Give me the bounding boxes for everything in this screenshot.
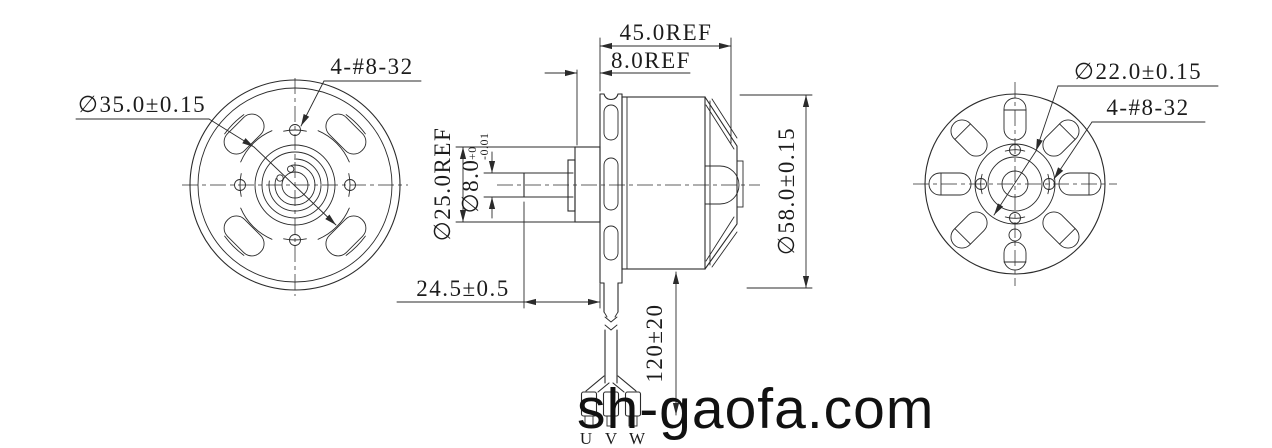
side-motor-body xyxy=(621,96,711,270)
wire-label-u: U xyxy=(580,429,592,448)
front-thread-leader xyxy=(300,80,422,127)
wire-label-w: W xyxy=(629,429,646,448)
back-view: ∅22.0±0.15 4-#8-32 xyxy=(913,59,1219,286)
svg-text:45.0REF: 45.0REF xyxy=(620,20,713,45)
back-bolt-circle-dim: ∅22.0±0.15 xyxy=(1074,59,1202,84)
side-shaft xyxy=(523,146,601,223)
back-thread-leader xyxy=(1053,121,1206,180)
dim-overall-length: 45.0REF xyxy=(599,20,732,144)
dim-shaft-dia: ∅8.0 +0 -0.01 xyxy=(458,133,525,219)
side-mounting-flange xyxy=(599,93,623,284)
dim-wire-length: 120±20 xyxy=(642,271,680,416)
back-thread-note: 4-#8-32 xyxy=(1106,95,1189,120)
front-centerlines xyxy=(182,78,408,296)
svg-text:24.5±0.5: 24.5±0.5 xyxy=(416,276,510,301)
back-bolt-circle-leader xyxy=(993,85,1219,216)
svg-text:∅58.0±0.15: ∅58.0±0.15 xyxy=(774,127,799,255)
side-view: U V W 45.0REF 8.0REF ∅25.0REF xyxy=(396,20,813,448)
front-view: 4-#8-32 ∅35.0±0.15 xyxy=(75,54,422,296)
back-body-circles xyxy=(924,93,1106,275)
svg-text:∅25.0REF: ∅25.0REF xyxy=(430,127,455,241)
svg-text:8.0REF: 8.0REF xyxy=(611,48,691,73)
dim-flange-offset: 8.0REF xyxy=(544,48,691,146)
front-body-circles xyxy=(189,79,401,291)
svg-text:120±20: 120±20 xyxy=(642,303,667,382)
front-bolt-circle-dim: ∅35.0±0.15 xyxy=(78,92,206,117)
svg-text:+0: +0 xyxy=(465,146,479,160)
svg-text:∅8.0: ∅8.0 xyxy=(458,159,483,214)
front-shaft-circlip xyxy=(268,158,322,212)
side-connectors xyxy=(580,391,642,427)
side-bell-cone xyxy=(704,96,744,270)
svg-text:-0.01: -0.01 xyxy=(477,133,491,161)
dim-body-dia: ∅58.0±0.15 xyxy=(739,94,813,289)
back-centerlines xyxy=(913,82,1117,286)
front-bolt-circle-leader xyxy=(75,118,337,226)
watermark-text: sh-gaofa.com xyxy=(577,377,934,441)
back-screw-holes xyxy=(975,144,1055,224)
front-thread-note: 4-#8-32 xyxy=(330,54,413,79)
dim-shaft-length: 24.5±0.5 xyxy=(396,201,601,309)
dim-hub-dia: ∅25.0REF xyxy=(430,127,577,241)
wire-label-v: V xyxy=(605,429,618,448)
side-wire-bundle xyxy=(585,282,637,393)
